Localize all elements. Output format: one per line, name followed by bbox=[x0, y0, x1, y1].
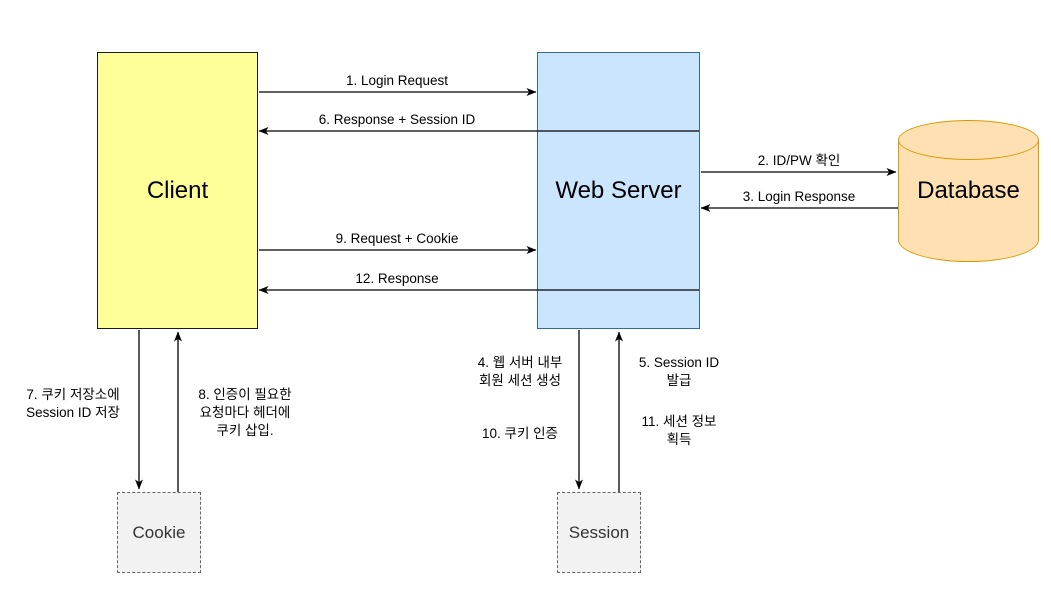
edge-label-9: 9. Request + Cookie bbox=[335, 231, 459, 246]
edge-label-5: 5. Session ID 발급 bbox=[638, 355, 720, 389]
edge-label-2: 2. ID/PW 확인 bbox=[757, 153, 841, 168]
edge-label-4: 4. 웹 서버 내부 회원 세션 생성 bbox=[477, 355, 563, 389]
edge-label-3: 3. Login Response bbox=[742, 189, 856, 204]
node-client-label: Client bbox=[146, 176, 209, 204]
edge-label-6: 6. Response + Session ID bbox=[318, 112, 476, 127]
edge-label-1: 1. Login Request bbox=[345, 73, 449, 88]
edge-label-11: 11. 세션 정보 획득 bbox=[641, 414, 717, 448]
node-web-server-label: Web Server bbox=[555, 176, 682, 204]
node-client[interactable]: Client bbox=[97, 52, 258, 329]
node-session[interactable]: Session bbox=[557, 492, 641, 573]
node-web-server[interactable]: Web Server bbox=[537, 52, 700, 329]
edge-label-8: 8. 인증이 필요한 요청마다 헤더에 쿠키 삽입. bbox=[198, 387, 292, 439]
edge-label-7: 7. 쿠키 저장소에 Session ID 저장 bbox=[26, 387, 120, 421]
database-cylinder-body bbox=[898, 140, 1039, 262]
node-session-label: Session bbox=[568, 522, 630, 542]
node-cookie[interactable]: Cookie bbox=[117, 492, 201, 573]
database-cylinder-top bbox=[898, 120, 1039, 160]
node-database[interactable]: Database bbox=[898, 120, 1039, 262]
edge-label-12: 12. Response bbox=[355, 271, 439, 286]
node-cookie-label: Cookie bbox=[132, 522, 186, 542]
node-database-label: Database bbox=[917, 177, 1020, 204]
edge-label-10: 10. 쿠키 인증 bbox=[482, 426, 558, 441]
